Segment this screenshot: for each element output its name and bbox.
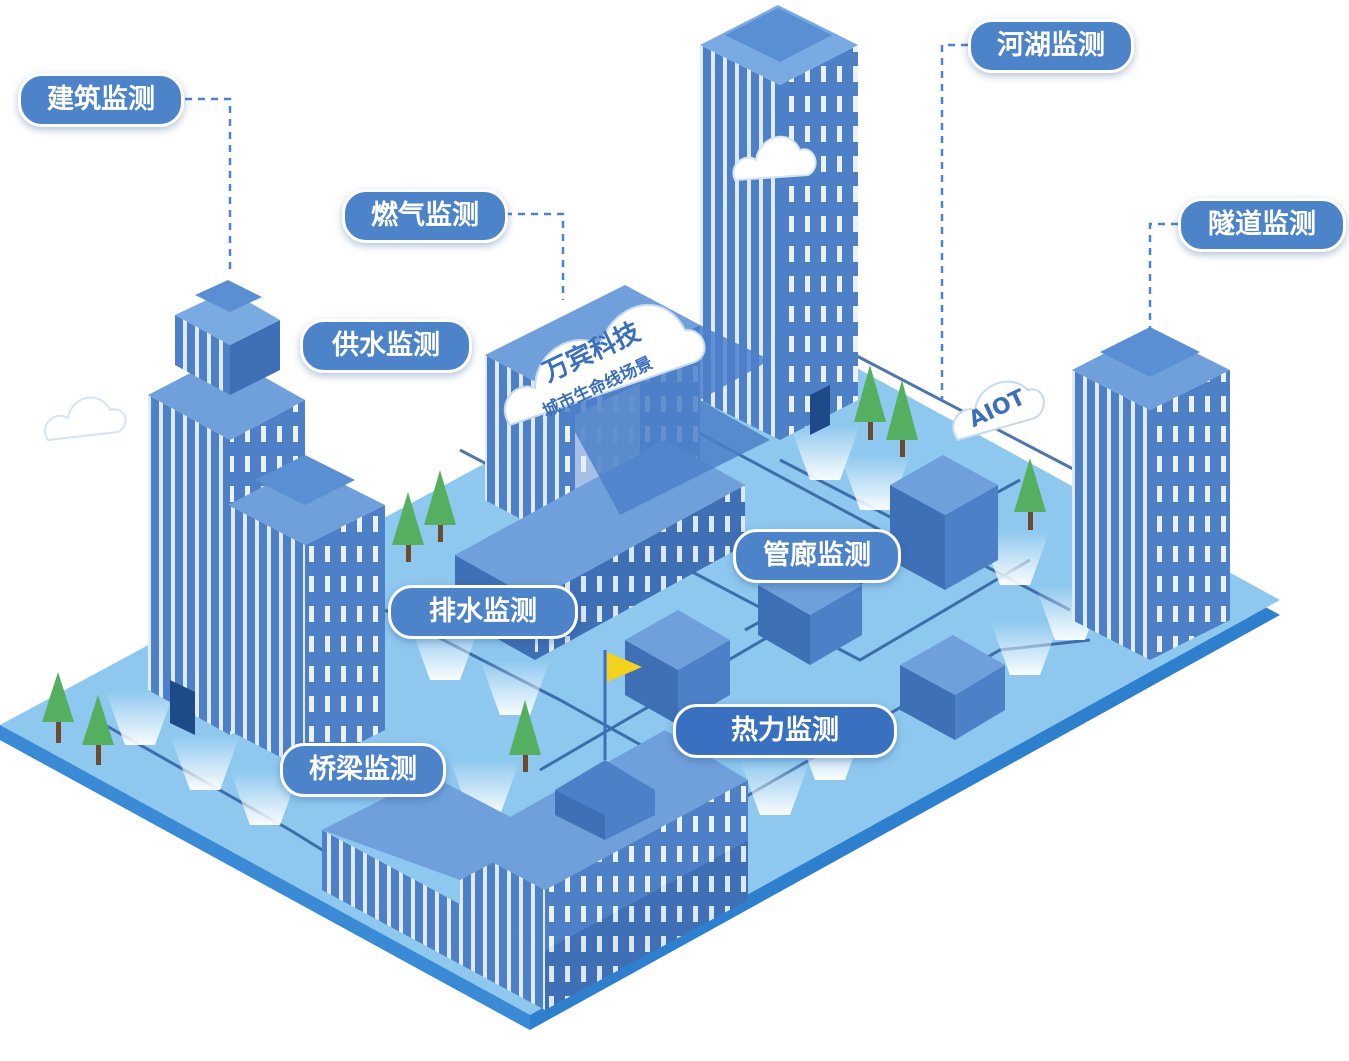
heating-monitoring-label[interactable]: 热力监测: [673, 704, 897, 758]
leader-lines: [185, 43, 1178, 400]
building-monitoring-label[interactable]: 建筑监测: [18, 73, 184, 127]
bridge-monitoring-label[interactable]: 桥梁监测: [280, 743, 446, 797]
water-supply-monitoring-label[interactable]: 供水监测: [300, 319, 472, 373]
front-building: [322, 650, 748, 1010]
right-tower: [1072, 327, 1230, 660]
aiot-badge: AIOT: [952, 380, 1045, 442]
trees: [42, 365, 1046, 772]
left-front-building: [228, 455, 385, 770]
pipe-gallery-monitoring-label[interactable]: 管廊监测: [733, 529, 901, 583]
gas-monitoring-label[interactable]: 燃气监测: [342, 189, 508, 243]
cloud-icon: [44, 135, 817, 442]
drainage-monitoring-label[interactable]: 排水监测: [388, 585, 578, 639]
river-lake-monitoring-label[interactable]: 河湖监测: [968, 19, 1134, 73]
small-blocks: [625, 455, 1005, 740]
tunnel-monitoring-label[interactable]: 隧道监测: [1178, 198, 1346, 252]
